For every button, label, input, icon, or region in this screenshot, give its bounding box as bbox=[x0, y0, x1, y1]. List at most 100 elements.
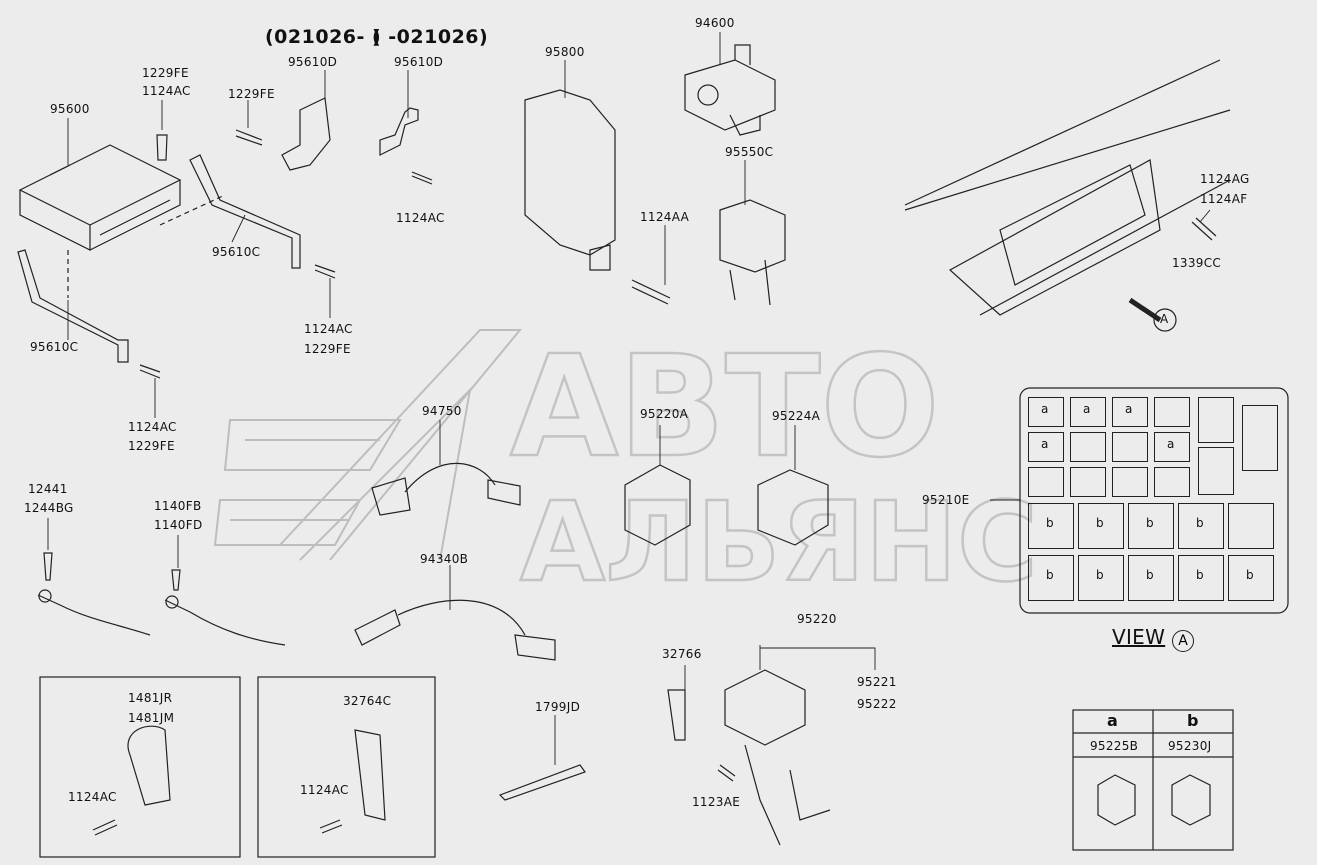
fuse-cell bbox=[1070, 432, 1106, 462]
fuse-cell bbox=[1028, 467, 1064, 497]
fuse-cell bbox=[1112, 467, 1148, 497]
relay-cell: b bbox=[1228, 555, 1274, 601]
clamp-1481JR bbox=[127, 725, 171, 806]
label-1339CC: 1339CC bbox=[1172, 256, 1222, 270]
label-1124AC-l: 1124AC bbox=[128, 420, 177, 434]
label-94600: 94600 bbox=[695, 16, 735, 30]
bolts bbox=[43, 129, 1217, 836]
relay-95550C bbox=[719, 199, 786, 306]
label-95220: 95220 bbox=[797, 612, 837, 626]
label-95610C-a: 95610C bbox=[212, 245, 261, 259]
label-1124AC-top: 1124AC bbox=[142, 84, 191, 98]
relay-cell: b bbox=[1028, 555, 1074, 601]
label-95221: 95221 bbox=[857, 675, 897, 689]
label-95222: 95222 bbox=[857, 697, 897, 711]
relay-cell: b bbox=[1178, 503, 1224, 549]
brackets-95610D bbox=[281, 97, 419, 171]
variant-new: (021026- ) bbox=[265, 26, 382, 48]
label-95800: 95800 bbox=[545, 45, 585, 59]
view-a-circle: A bbox=[1172, 630, 1194, 652]
relay-icon-a bbox=[1097, 774, 1136, 826]
sensor-94340B bbox=[354, 599, 556, 661]
fuse-cell bbox=[1154, 467, 1190, 497]
relay-icon-b bbox=[1171, 774, 1211, 826]
fuse-cell-tall bbox=[1242, 405, 1278, 471]
fuse-cell-tall bbox=[1198, 447, 1234, 495]
label-1229FE-b1: 1229FE bbox=[304, 342, 351, 356]
label-1481JR: 1481JR bbox=[128, 691, 173, 705]
label-1244BG: 1244BG bbox=[24, 501, 74, 515]
label-94340B: 94340B bbox=[420, 552, 469, 566]
part-94600 bbox=[684, 44, 776, 136]
relay-cell: b bbox=[1178, 555, 1224, 601]
label-95210E: 95210E bbox=[922, 493, 970, 507]
view-a-arrow-circle bbox=[1153, 308, 1177, 332]
label-1124AA: 1124AA bbox=[640, 210, 690, 224]
relay-cell: b bbox=[1128, 555, 1174, 601]
label-1124AG: 1124AG bbox=[1200, 172, 1250, 186]
relay-cell: b bbox=[1028, 503, 1074, 549]
fuse-cell: a bbox=[1154, 432, 1190, 462]
label-1123AE: 1123AE bbox=[692, 795, 741, 809]
variant-old: ( -021026) bbox=[372, 26, 489, 48]
label-1229FE-mid: 1229FE bbox=[228, 87, 275, 101]
box-32764C bbox=[257, 676, 436, 858]
watermark-line1: АВТО bbox=[510, 326, 940, 489]
fuse-cell-tall bbox=[1198, 397, 1234, 443]
label-1124AC-d: 1124AC bbox=[396, 211, 445, 225]
label-1124AC-b1: 1124AC bbox=[304, 322, 353, 336]
cable-tie-1799JD bbox=[498, 764, 586, 801]
label-1799JD: 1799JD bbox=[535, 700, 581, 714]
ecu-module-95600 bbox=[18, 144, 182, 251]
fuse-cell: a bbox=[1028, 432, 1064, 462]
fusebox-perspective bbox=[904, 59, 1231, 323]
label-95610C-b: 95610C bbox=[30, 340, 79, 354]
legend-col-b: b bbox=[1187, 711, 1199, 730]
label-95224A: 95224A bbox=[772, 409, 821, 423]
fuse-cell: a bbox=[1070, 397, 1106, 427]
label-1140FB: 1140FB bbox=[154, 499, 202, 513]
label-1124AC-box1: 1124AC bbox=[68, 790, 117, 804]
label-95610D-b: 95610D bbox=[394, 55, 444, 69]
relay-cell: b bbox=[1078, 503, 1124, 549]
label-1481JM: 1481JM bbox=[128, 711, 175, 725]
harness-95220 bbox=[667, 669, 831, 846]
label-32766: 32766 bbox=[662, 647, 702, 661]
legend-part-a: 95225B bbox=[1090, 739, 1139, 753]
label-1229FE-top: 1229FE bbox=[142, 66, 189, 80]
label-1229FE-l: 1229FE bbox=[128, 439, 175, 453]
leader-lines bbox=[47, 32, 1211, 765]
box-1481JR bbox=[39, 676, 241, 858]
fuse-cell: a bbox=[1112, 397, 1148, 427]
watermark-logo bbox=[213, 329, 523, 561]
fuse-grid: a a a a a b b b b b b b b b bbox=[1028, 397, 1280, 609]
label-95220A: 95220A bbox=[640, 407, 689, 421]
label-1124AF: 1124AF bbox=[1200, 192, 1248, 206]
label-1140FD: 1140FD bbox=[154, 518, 203, 532]
label-95610D-a: 95610D bbox=[288, 55, 338, 69]
relay-cell: b bbox=[1078, 555, 1124, 601]
bracket-95610C bbox=[17, 154, 301, 363]
label-95550C: 95550C bbox=[725, 145, 774, 159]
watermark-line2: АЛЬЯНС bbox=[520, 478, 1038, 606]
label-1124AC-box2: 1124AC bbox=[300, 783, 349, 797]
fuse-cell: a bbox=[1028, 397, 1064, 427]
label-95600: 95600 bbox=[50, 102, 90, 116]
fuse-cell bbox=[1112, 432, 1148, 462]
relay-cell: b bbox=[1128, 503, 1174, 549]
fuse-cell bbox=[1070, 467, 1106, 497]
fuse-cell bbox=[1154, 397, 1190, 427]
bracket-32764C bbox=[354, 729, 386, 821]
legend-part-b: 95230J bbox=[1168, 739, 1212, 753]
label-32764C: 32764C bbox=[343, 694, 392, 708]
fuse-box-95210E bbox=[1019, 387, 1289, 614]
view-a-caption: VIEW bbox=[1112, 625, 1166, 649]
relay-cell bbox=[1228, 503, 1274, 549]
cover-95800 bbox=[524, 89, 616, 271]
legend-col-a: a bbox=[1107, 711, 1118, 730]
sensor-94750 bbox=[371, 462, 521, 516]
label-view-a-arrow: A bbox=[1160, 312, 1169, 326]
label-12441: 12441 bbox=[28, 482, 68, 496]
cables bbox=[37, 589, 286, 646]
